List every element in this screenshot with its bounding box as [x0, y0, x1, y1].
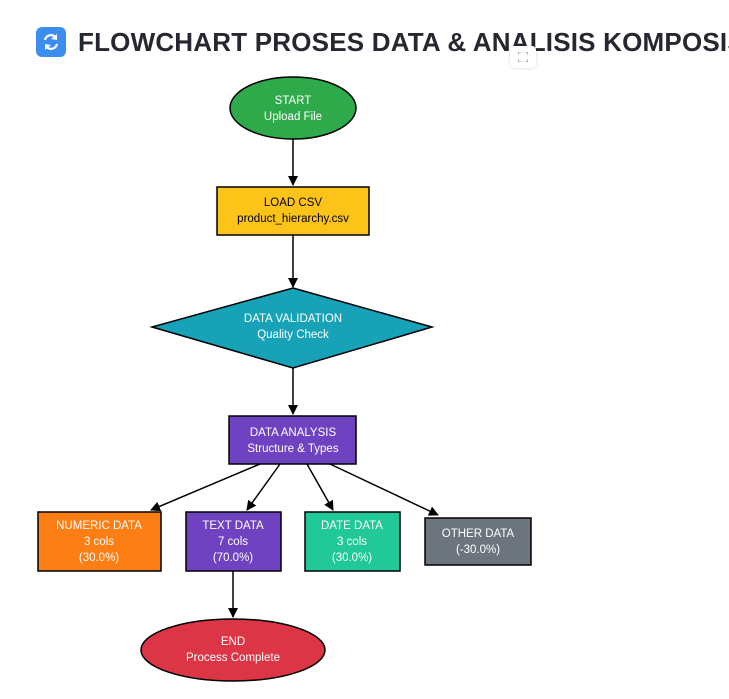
node-numeric-line2: 3 cols [84, 536, 114, 548]
node-validation: DATA VALIDATION Quality Check [149, 287, 435, 369]
node-date-line2: 3 cols [337, 536, 367, 548]
edge-analysis-text [246, 463, 281, 511]
node-other-line1: OTHER DATA [442, 528, 515, 540]
node-end-line1: END [221, 636, 245, 648]
node-numeric: NUMERIC DATA 3 cols (30.0%) [37, 511, 162, 572]
node-analysis: DATA ANALYSIS Structure & Types [228, 415, 357, 465]
node-start: START Upload File [229, 76, 357, 140]
fullscreen-button[interactable] [510, 46, 536, 68]
node-text: TEXT DATA 7 cols (70.0%) [185, 511, 282, 572]
node-load: LOAD CSV product_hierarchy.csv [216, 186, 370, 236]
node-date-line3: (30.0%) [332, 552, 372, 564]
node-other-line2: (-30.0%) [456, 544, 500, 556]
node-start-line1: START [275, 95, 312, 107]
edge-analysis-other [329, 463, 439, 516]
node-text-line2: 7 cols [218, 536, 248, 548]
node-numeric-line3: (30.0%) [79, 552, 119, 564]
node-validation-line2: Quality Check [257, 329, 329, 341]
node-end-line2: Process Complete [186, 652, 280, 664]
edge-analysis-numeric [150, 463, 261, 512]
edge-analysis-date [306, 463, 334, 511]
node-load-line1: LOAD CSV [264, 197, 322, 209]
node-analysis-line2: Structure & Types [247, 443, 338, 455]
node-other: OTHER DATA (-30.0%) [424, 517, 532, 566]
node-date: DATE DATA 3 cols (30.0%) [304, 511, 401, 572]
node-analysis-line1: DATA ANALYSIS [250, 427, 337, 439]
node-end: END Process Complete [140, 618, 326, 682]
node-text-line1: TEXT DATA [202, 520, 264, 532]
node-load-line2: product_hierarchy.csv [237, 213, 349, 225]
node-numeric-line1: NUMERIC DATA [56, 520, 142, 532]
page-header: FLOWCHART PROSES DATA & ANALISIS KOMPOSI… [36, 24, 729, 60]
refresh-icon [36, 27, 66, 57]
node-start-line2: Upload File [264, 111, 322, 123]
node-date-line1: DATE DATA [321, 520, 383, 532]
page-title: FLOWCHART PROSES DATA & ANALISIS KOMPOSI… [78, 26, 729, 57]
node-validation-line1: DATA VALIDATION [244, 313, 342, 325]
node-text-line3: (70.0%) [213, 552, 253, 564]
